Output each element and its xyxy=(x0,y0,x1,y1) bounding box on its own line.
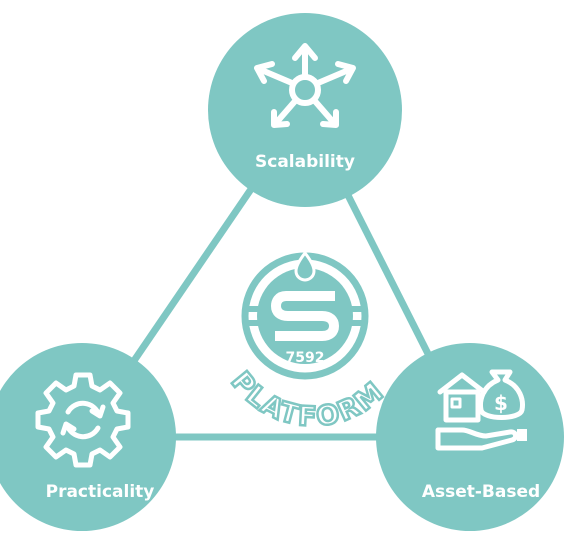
house-money-hand-icon: $ xyxy=(435,369,527,451)
node-asset-based-label: Asset-Based xyxy=(422,482,540,502)
node-scalability: Scalability xyxy=(208,13,402,207)
s-coin-droplet-icon: 7592 xyxy=(241,250,369,380)
logo-number: 7592 xyxy=(286,350,325,366)
node-scalability-circle xyxy=(208,13,402,207)
node-asset-based: $ Asset-Based xyxy=(376,343,564,531)
node-practicality-label: Practicality xyxy=(46,482,155,502)
node-asset-based-circle xyxy=(376,343,564,531)
node-scalability-label: Scalability xyxy=(255,152,355,172)
expand-arrows-icon xyxy=(254,43,356,128)
node-practicality: Practicality xyxy=(0,343,176,531)
platform-logo: 7592 PLATFORM xyxy=(223,250,390,434)
svg-text:$: $ xyxy=(494,391,508,415)
gear-cycle-icon xyxy=(35,372,131,468)
